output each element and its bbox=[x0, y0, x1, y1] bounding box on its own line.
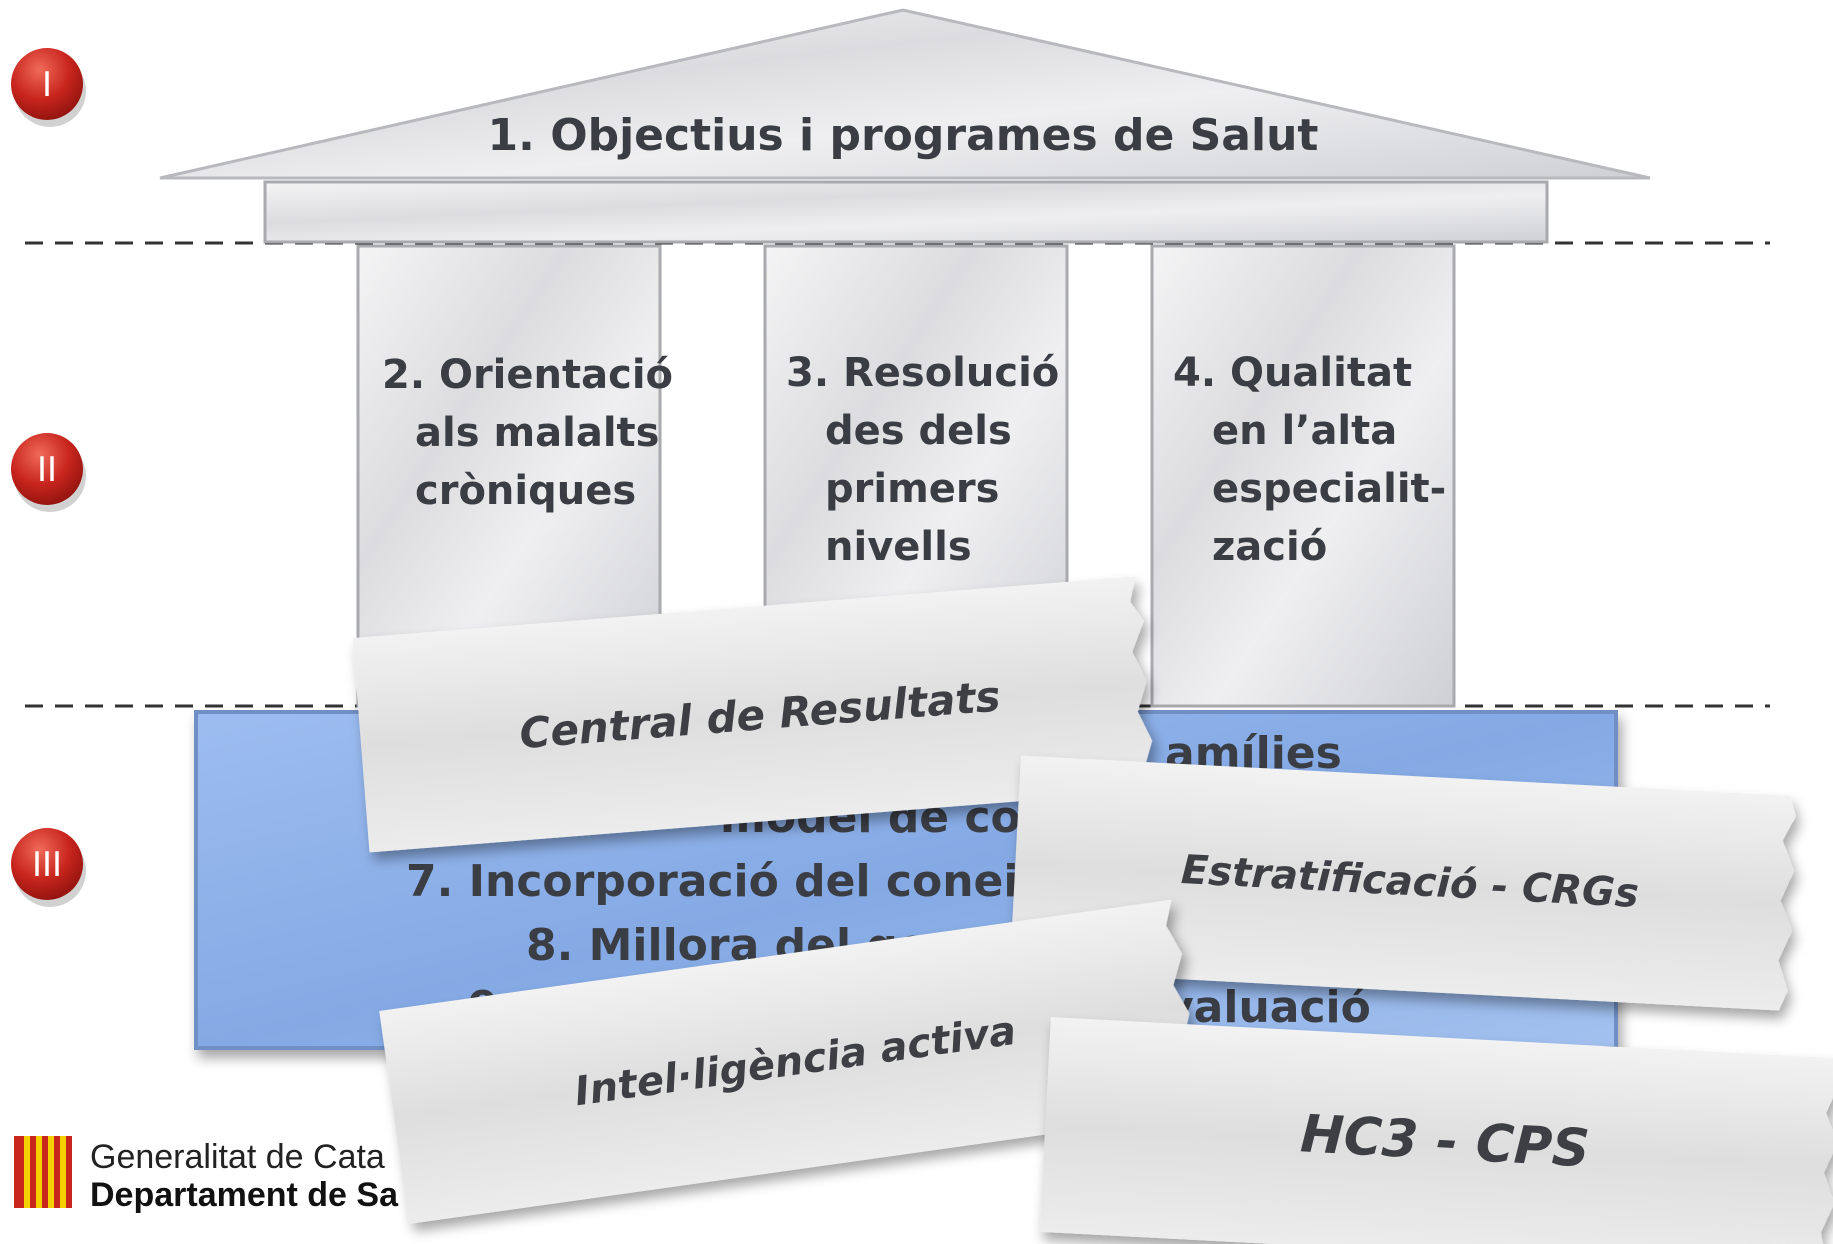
column-2-line-3: primers bbox=[825, 466, 999, 512]
note-intelligencia-activa: Intel·ligència activa bbox=[379, 899, 1199, 1224]
logo-line-2: Departament de Sa bbox=[90, 1176, 399, 1214]
column-1-line-1: 2. Orientació bbox=[382, 352, 673, 398]
svg-text:2. Orientació als malalt: 2. Orientació als malalts cròniques bbox=[382, 352, 687, 514]
note-central-de-resultats: Central de Resultats bbox=[352, 576, 1153, 853]
level-badge-2: II bbox=[11, 433, 86, 512]
level-badge-1: I bbox=[11, 48, 86, 127]
note-estratificacio-crgs: Estratificació - CRGs bbox=[1009, 755, 1796, 1011]
base-line-7-fragment: 7. Incorporació del coneixem bbox=[406, 856, 1123, 907]
temple-roof: 1. Objectius i programes de Salut bbox=[159, 8, 1651, 244]
column-3-line-4: zació bbox=[1212, 524, 1327, 570]
level-badge-2-label: II bbox=[37, 450, 57, 490]
level-badge-3-label: III bbox=[32, 845, 62, 885]
column-3-line-2: en l’alta bbox=[1212, 408, 1397, 454]
column-3-line-3: especialit- bbox=[1212, 466, 1446, 512]
base-line-9-fragment-end: valuació bbox=[1165, 982, 1371, 1033]
column-2-line-2: des dels bbox=[825, 408, 1012, 454]
svg-text:4. Qualitat en l’alta: 4. Qualitat en l’alta especialit- zació bbox=[1173, 350, 1460, 570]
generalitat-logo: Generalitat de Cata Departament de Sa bbox=[14, 1136, 399, 1214]
level-badge-1-label: I bbox=[42, 65, 52, 105]
note-hc3-cps: HC3 - CPS bbox=[1039, 1017, 1833, 1244]
temple-column-3: 4. Qualitat en l’alta especialit- zació bbox=[1150, 244, 1460, 708]
level-badge-3: III bbox=[11, 828, 86, 907]
column-2-line-4: nivells bbox=[825, 524, 972, 570]
logo-line-1: Generalitat de Cata bbox=[90, 1138, 385, 1176]
svg-text:3. Resolució des dels: 3. Resolució des dels primers nivells bbox=[786, 350, 1073, 570]
roof-title: 1. Objectius i programes de Salut bbox=[488, 110, 1319, 161]
column-3-line-1: 4. Qualitat bbox=[1173, 350, 1412, 396]
column-2-line-1: 3. Resolució bbox=[786, 350, 1059, 396]
column-1-line-3: cròniques bbox=[415, 468, 636, 514]
column-1-line-2: als malalts bbox=[415, 410, 659, 456]
